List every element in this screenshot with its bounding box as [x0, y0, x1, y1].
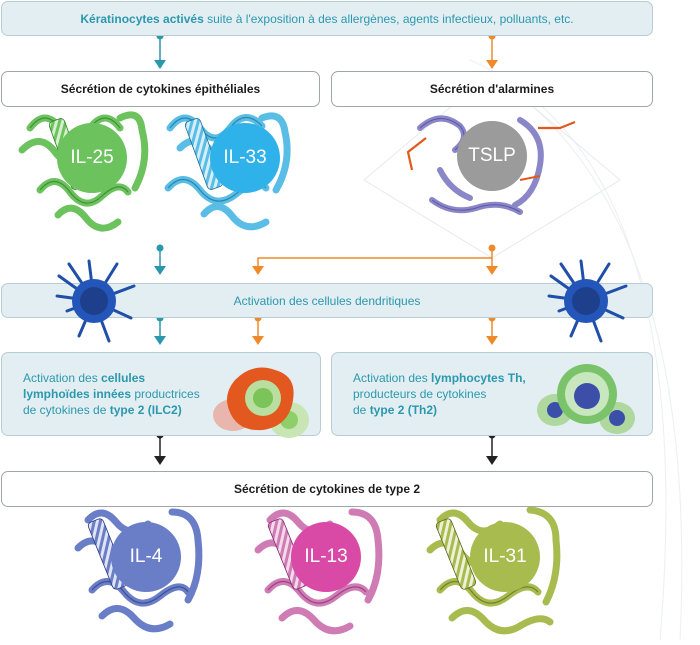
arrow-th2-to-type2	[486, 431, 498, 465]
il13-circle	[291, 522, 361, 592]
th2-line3-pre: de	[353, 403, 370, 417]
th2-line1-pre: Activation des	[353, 371, 432, 385]
type2-cytokines-box: Sécrétion de cytokines de type 2	[1, 471, 653, 507]
arrow-epithelial-to-dendritic	[154, 244, 166, 275]
ilc2-line2-rest: productrices	[131, 387, 200, 401]
il33-circle	[210, 123, 280, 193]
alarmins-box: Sécrétion d'alarmines	[331, 71, 653, 107]
ilc2-line3-pre: de cytokines de	[23, 403, 110, 417]
il31-label: IL-31	[483, 546, 527, 567]
ilc2-line1-bold: cellules	[101, 371, 146, 385]
il25-label: IL-25	[70, 147, 114, 168]
dendritic-cell-left-icon	[55, 259, 136, 343]
epithelial-cytokines-label: Sécrétion de cytokines épithéliales	[60, 82, 261, 96]
ilc2-line1-pre: Activation des	[23, 371, 102, 385]
type2-cytokines-label: Sécrétion de cytokines de type 2	[233, 482, 421, 496]
tslp-label: TSLP	[468, 145, 516, 166]
tslp-protein	[406, 115, 576, 215]
dendritic-cells-label: Activation des cellules dendritiques	[233, 293, 421, 308]
keratinocytes-bold: Kératinocytes activés	[80, 11, 204, 26]
arrow-top-to-alarmins	[486, 32, 498, 69]
il4-circle	[111, 522, 181, 592]
il4-label: IL-4	[129, 546, 163, 567]
ilc2-text: Activation des cellules lymphoïdes innée…	[2, 370, 200, 418]
il31-circle	[470, 522, 540, 592]
il33-label: IL-33	[223, 147, 267, 168]
th2-line1-bold: lymphocytes Th,	[431, 371, 526, 385]
th2-line3-bold: type 2 (Th2)	[369, 403, 438, 417]
keratinocytes-rest: suite à l'exposition à des allergènes, a…	[203, 11, 574, 26]
dendritic-cell-right-icon	[547, 259, 628, 343]
keratinocytes-banner: Kératinocytes activés suite à l'expositi…	[1, 1, 653, 36]
th2-text: Activation des lymphocytes Th, producteu…	[332, 370, 526, 418]
arrow-dendritic-to-ilc2-orange	[252, 314, 264, 345]
th2-line2: producteurs de cytokines	[353, 387, 487, 401]
epithelial-cytokines-box: Sécrétion de cytokines épithéliales	[1, 71, 320, 107]
tslp-circle	[457, 121, 527, 191]
th2-cell-icon	[537, 364, 635, 434]
arrow-alarmins-to-dendritic	[252, 244, 498, 275]
arrow-top-to-epithelial	[154, 32, 166, 69]
arrow-ilc2-to-type2	[154, 431, 166, 465]
il31-protein	[426, 506, 561, 635]
ilc2-line2-bold: lymphoïdes innées	[23, 387, 132, 401]
arrow-dendritic-to-th2-orange	[486, 314, 498, 345]
ilc2-cell-icon	[213, 367, 309, 438]
ilc2-line3-bold: type 2 (ILC2)	[109, 403, 182, 417]
il13-label: IL-13	[304, 546, 348, 567]
alarmins-label: Sécrétion d'alarmines	[429, 82, 555, 96]
il25-circle	[57, 123, 127, 193]
arrow-dendritic-to-ilc2-teal	[154, 314, 166, 345]
